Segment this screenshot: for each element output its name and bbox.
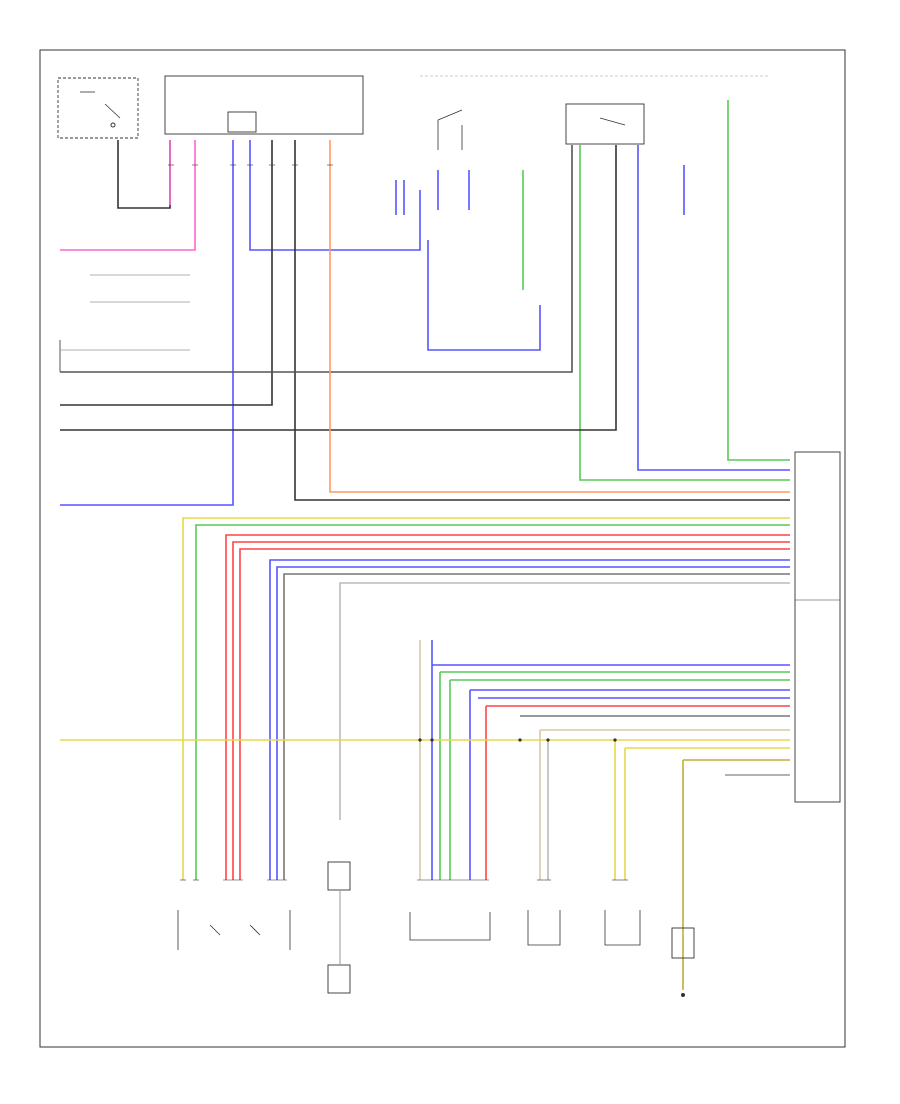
brake-switch <box>437 109 463 150</box>
wire-green-long <box>195 524 790 880</box>
relay-block-right <box>565 103 645 145</box>
wire-red-long-a <box>225 534 790 880</box>
wire-blue-a <box>249 140 421 251</box>
relay-box <box>227 111 257 133</box>
wire-black-a <box>60 140 273 406</box>
wire-ignition-loop <box>117 140 171 209</box>
wire-blue-d <box>637 145 790 471</box>
wire-orange <box>329 140 790 493</box>
wire-black-d <box>60 145 573 373</box>
ignition-switch <box>57 77 139 139</box>
wire-gray-long <box>283 573 790 880</box>
ecm-connector <box>794 451 841 803</box>
wire-black-c <box>60 145 617 431</box>
position-sensor <box>604 910 641 946</box>
wire-green-b <box>727 100 790 461</box>
junction-dots <box>418 738 617 742</box>
wire-black-b <box>294 140 790 501</box>
wire-blue-b <box>427 240 541 351</box>
ground-bottom-right <box>671 927 695 997</box>
junction-block-top <box>164 75 364 135</box>
wire-blue-long-b <box>276 566 790 880</box>
wire-yellow-long <box>182 517 790 880</box>
wire-red-long-b <box>232 541 790 880</box>
accelerator-pedal-sensor <box>177 910 291 950</box>
throttle-body <box>409 912 491 941</box>
wire-green-a <box>579 145 790 481</box>
wire-pink <box>60 140 196 251</box>
wire-gray-light-long <box>339 582 790 820</box>
fuse-bottom-a <box>327 861 351 994</box>
wire-blue-long-a <box>269 559 790 880</box>
diagram-frame <box>39 49 846 1048</box>
transmission-sensor <box>527 910 561 946</box>
wire-blue-c <box>60 140 234 506</box>
relay-contact <box>599 117 626 126</box>
wire-red-long-c <box>239 548 790 880</box>
